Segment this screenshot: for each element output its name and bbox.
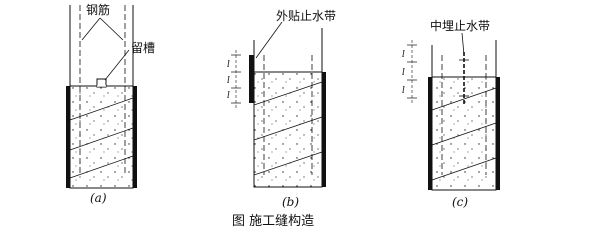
waterstop-leader-c	[461, 32, 465, 56]
embedded-waterstop-label: 中埋止水带	[430, 18, 490, 33]
dimension-chain-c: l l l	[402, 40, 417, 104]
external-waterstop	[249, 55, 254, 103]
panel-a: 钢筋 留槽 (a)	[66, 2, 155, 205]
panel-a-sublabel: (a)	[90, 191, 107, 205]
groove	[96, 78, 107, 88]
dim-l-2: l	[227, 76, 230, 86]
rebar-label: 钢筋	[86, 2, 110, 17]
embedded-waterstop	[459, 52, 469, 104]
panel-b-sublabel: (b)	[282, 195, 299, 209]
groove-leader	[104, 49, 130, 81]
rebar-leader-left	[81, 17, 101, 41]
rebar-leader-right	[99, 17, 124, 41]
construction-joint-figure: 钢筋 留槽 (a) l l l 外贴止水带 (b)	[66, 2, 500, 229]
dim-l-1: l	[227, 60, 230, 70]
dim-l-1-c: l	[402, 50, 405, 60]
figure-caption: 图 施工缝构造	[232, 214, 314, 229]
panel-c: l l l 中埋止水带 (c)	[402, 18, 500, 209]
dim-l-2-c: l	[402, 68, 405, 78]
dim-l-3-c: l	[402, 86, 405, 96]
groove-label: 留槽	[131, 41, 155, 55]
concrete-wall-a	[66, 85, 137, 189]
waterstop-leader-b	[255, 21, 283, 59]
concrete-wall-c	[428, 76, 500, 191]
panel-b: l l l 外贴止水带 (b)	[227, 9, 336, 209]
external-waterstop-label: 外贴止水带	[276, 9, 336, 23]
dim-l-3: l	[227, 91, 230, 101]
panel-c-sublabel: (c)	[452, 195, 468, 209]
concrete-wall-b	[253, 71, 326, 188]
dimension-chain-b: l l l	[227, 50, 241, 108]
